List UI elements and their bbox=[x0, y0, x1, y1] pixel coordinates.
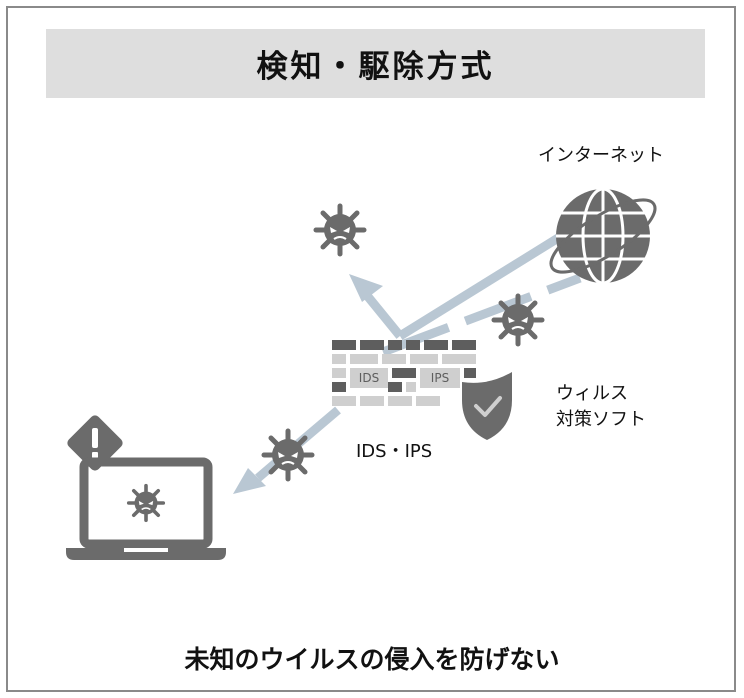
laptop-icon bbox=[66, 457, 226, 560]
firewall-ips-label: IPS bbox=[431, 371, 449, 385]
page-title: 検知・駆除方式 bbox=[256, 49, 495, 85]
virus-icon bbox=[264, 431, 312, 479]
globe-icon bbox=[549, 187, 657, 285]
intrusion-arrowhead bbox=[233, 468, 266, 494]
internet-link-line bbox=[397, 231, 566, 340]
warning-icon bbox=[67, 415, 123, 471]
virus-icon bbox=[316, 206, 364, 254]
blocked-path-line bbox=[361, 290, 404, 339]
shield-check-icon bbox=[462, 372, 512, 440]
virus-icon bbox=[494, 296, 542, 344]
connection-lines bbox=[233, 231, 582, 494]
title-bar: 検知・駆除方式 bbox=[46, 29, 705, 98]
firewall-ids-label: IDS bbox=[359, 371, 379, 385]
internet-label: インターネット bbox=[538, 145, 664, 166]
ids-ips-label: IDS・IPS bbox=[356, 441, 433, 462]
antivirus-label-line1: ウィルス bbox=[556, 383, 628, 404]
antivirus-label-line2: 対策ソフト bbox=[556, 409, 646, 430]
blocked-arrowhead bbox=[349, 274, 383, 302]
firewall-icon: IDS IPS bbox=[332, 340, 476, 406]
caption: 未知のウイルスの侵入を防げない bbox=[184, 645, 560, 674]
virus-inbound-line bbox=[381, 273, 582, 357]
